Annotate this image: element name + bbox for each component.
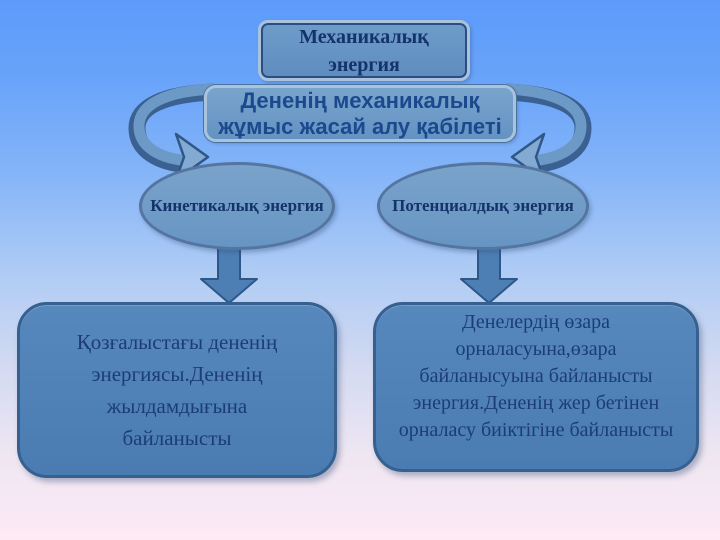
down-arrow-left-icon (200, 245, 258, 304)
mechanical-energy-box: Механикалық энергия (258, 20, 470, 81)
definition-label: Дененің механикалық жұмыс жасай алу қабі… (218, 87, 502, 139)
potential-energy-label: Потенциалдық энергия (392, 196, 574, 215)
potential-energy-ellipse: Потенциалдық энергия (377, 162, 589, 250)
definition-box: Дененің механикалық жұмыс жасай алу қабі… (204, 85, 516, 142)
curved-arrow-left-icon (128, 83, 215, 182)
potential-description-box: Денелердің өзара орналасуына,өзара байла… (373, 302, 699, 472)
kinetic-energy-ellipse: Кинетикалық энергия (139, 162, 335, 250)
kinetic-description-text: Қозғалыстағы дененің энергиясы.Дененің ж… (76, 330, 278, 450)
down-arrow-right-icon (460, 245, 518, 304)
potential-description-text: Денелердің өзара орналасуына,өзара байла… (398, 311, 674, 441)
kinetic-energy-label: Кинетикалық энергия (150, 196, 324, 215)
mechanical-energy-label: Механикалық энергия (299, 25, 429, 76)
kinetic-description-box: Қозғалыстағы дененің энергиясы.Дененің ж… (17, 302, 337, 478)
